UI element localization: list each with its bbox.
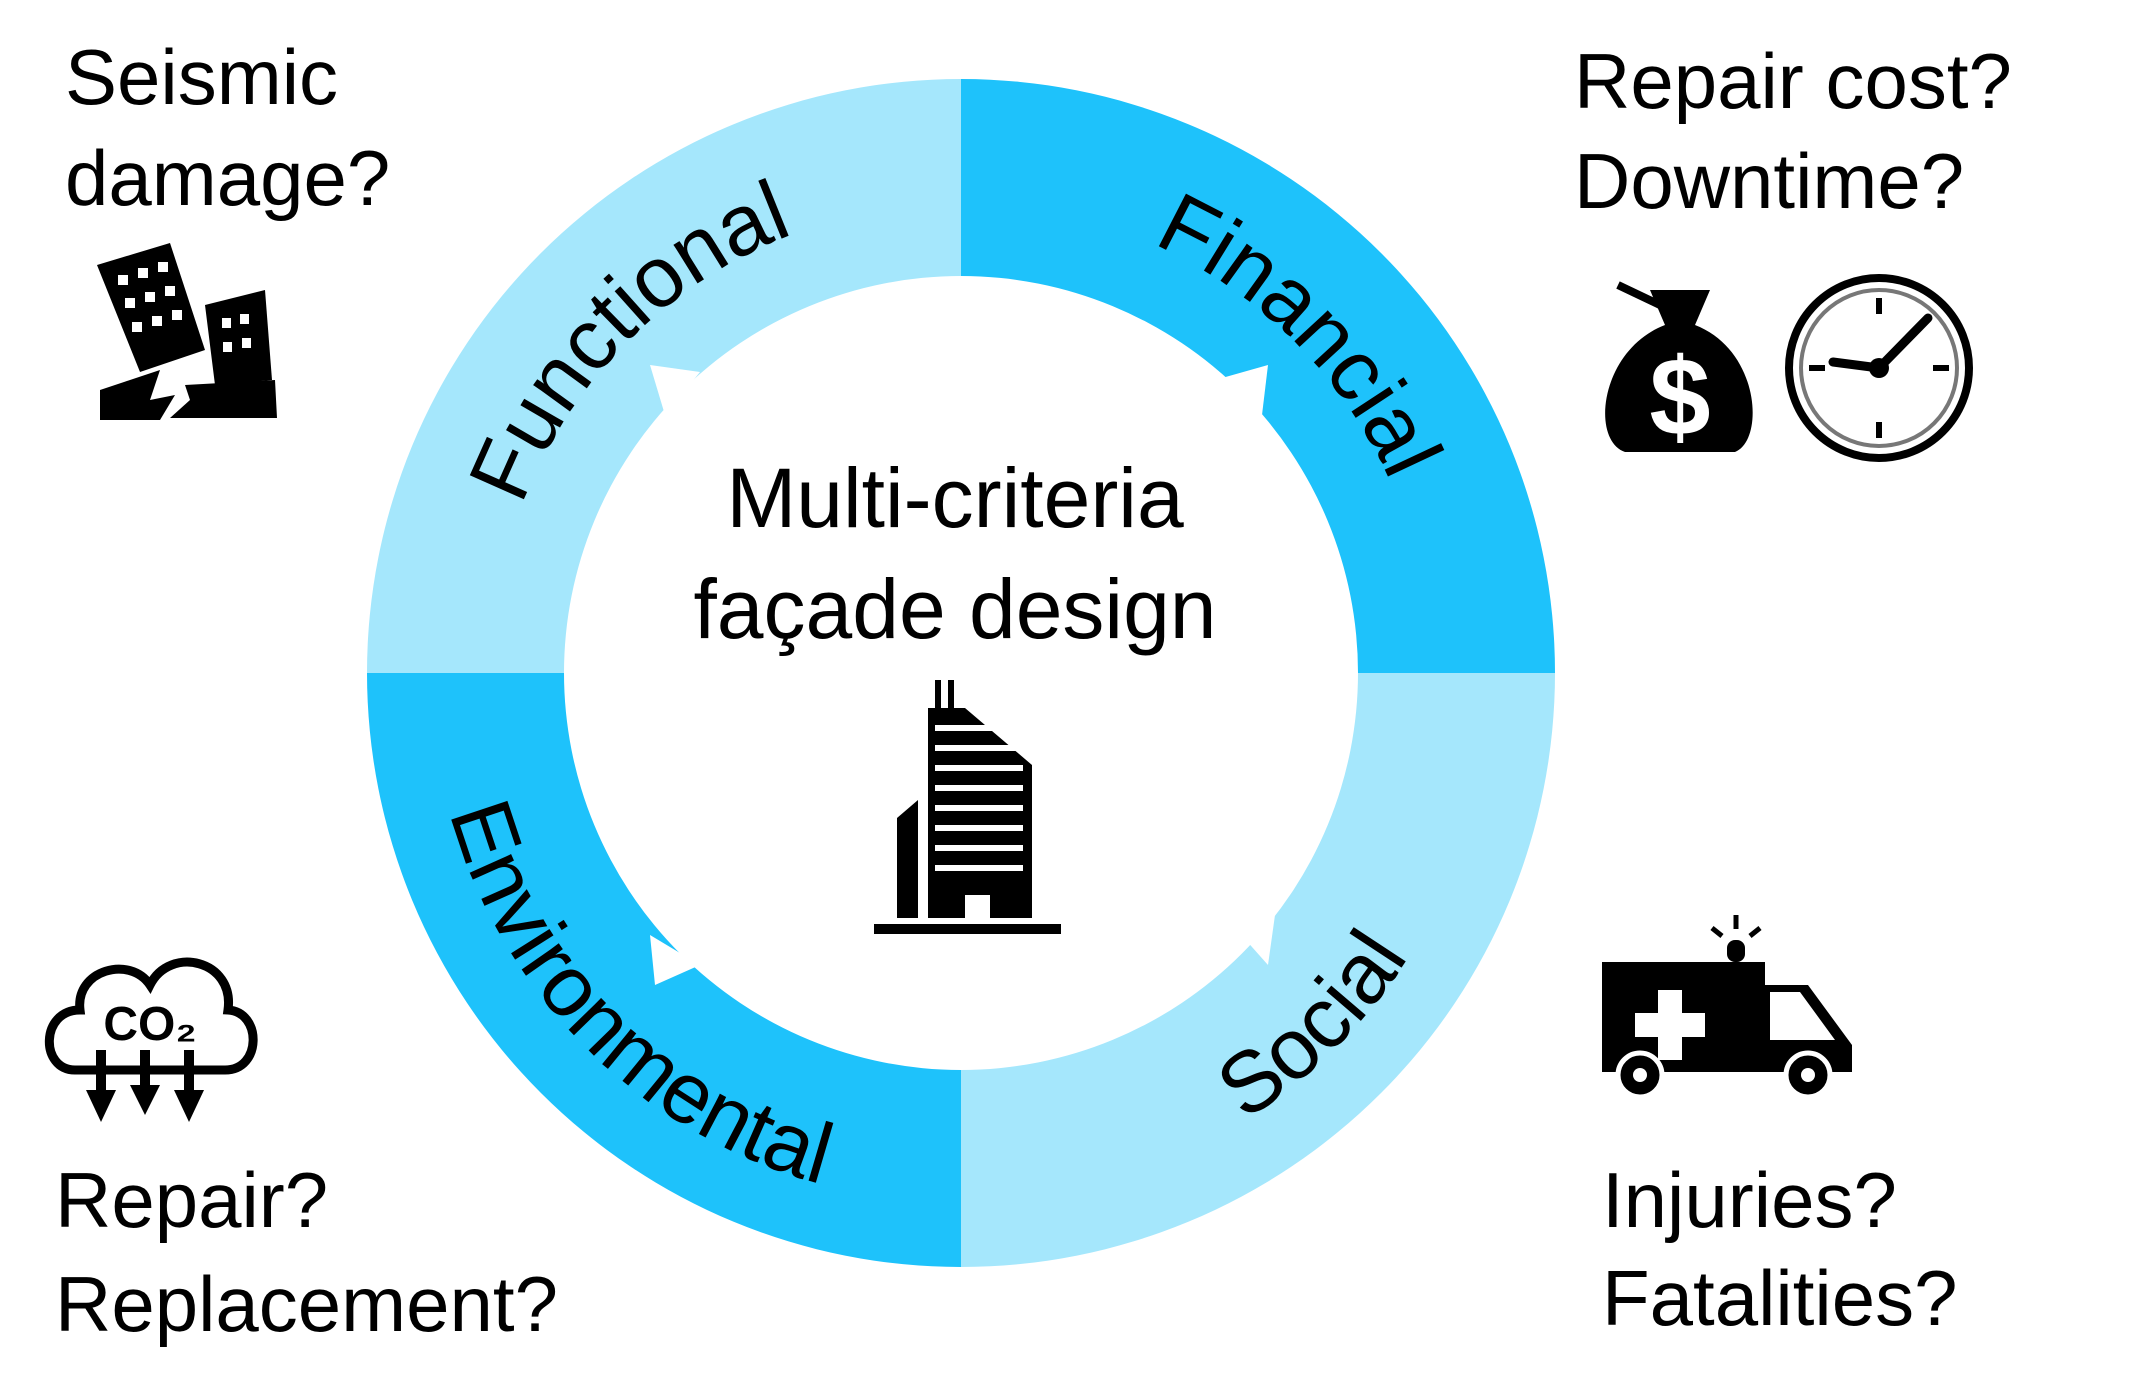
seismic-text-line1: Seismic bbox=[65, 33, 338, 121]
financial-question-line1: Repair cost? bbox=[1574, 37, 2012, 125]
financial-question-line2: Downtime? bbox=[1574, 137, 1964, 225]
social-question-line1: Injuries? bbox=[1602, 1156, 1897, 1244]
environmental-question-line1: Repair? bbox=[55, 1156, 328, 1244]
center-title-line2: façade design bbox=[693, 562, 1216, 656]
social-question-line2: Fatalities? bbox=[1602, 1254, 1958, 1342]
center-title-line1: Multi-criteria bbox=[726, 451, 1184, 545]
clock-icon bbox=[1785, 274, 1973, 462]
skyscraper-icon bbox=[874, 680, 1061, 934]
collapsed-building-icon bbox=[97, 243, 277, 420]
ambulance-icon bbox=[1602, 915, 1852, 1100]
co2-cloud-icon: CO₂ bbox=[44, 957, 258, 1122]
dollar-sign: $ bbox=[1649, 336, 1710, 459]
co2-label: CO₂ bbox=[103, 998, 196, 1051]
arrow-social bbox=[1228, 915, 1275, 965]
arrow-functional bbox=[650, 365, 700, 415]
arrow-financial bbox=[1222, 365, 1268, 415]
money-bag-icon: $ bbox=[1605, 281, 1753, 459]
arrow-environmental bbox=[650, 935, 700, 985]
environmental-question-line2: Replacement? bbox=[55, 1260, 558, 1348]
segment-social bbox=[961, 673, 1555, 1267]
seismic-text-line2: damage? bbox=[65, 134, 390, 222]
